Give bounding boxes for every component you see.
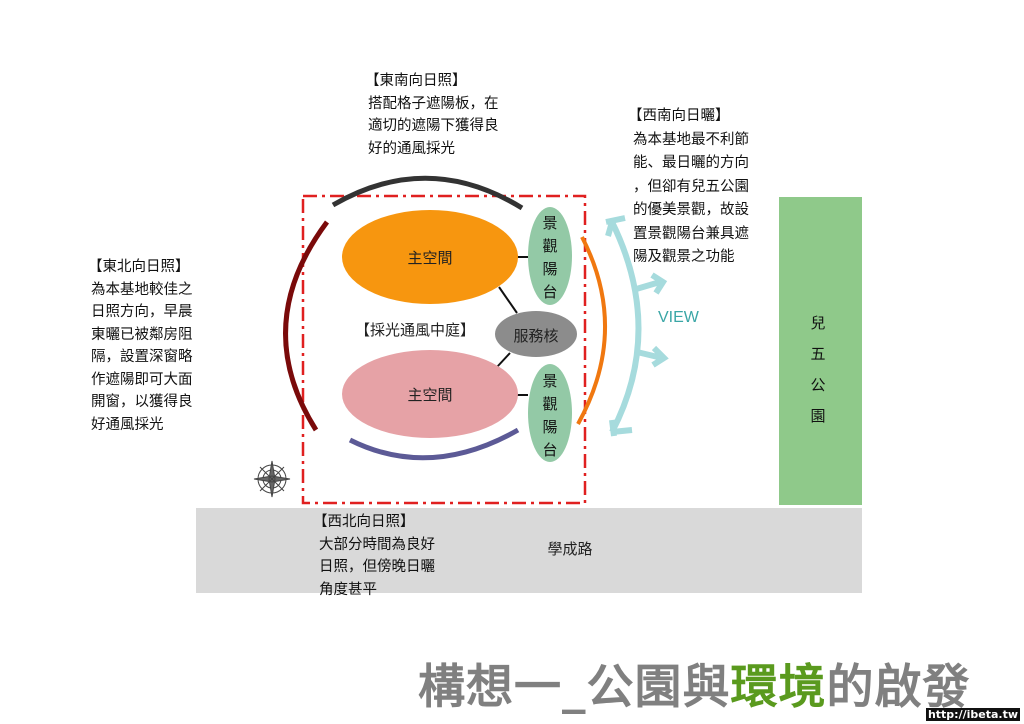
balcony-char: 陽: [542, 260, 558, 278]
note-line: 隔，設置深窗略: [91, 349, 193, 365]
main-space-bottom-label: 主空間: [407, 386, 453, 404]
note-line: 置景觀陽台兼具遮: [633, 225, 749, 242]
note-line: 開窗，以獲得良: [91, 394, 193, 410]
northwest-sun-arc: [348, 427, 520, 461]
note-line: 日照，但傍晚日曬: [319, 559, 435, 575]
balcony-char: 觀: [542, 237, 558, 255]
road: [196, 508, 862, 593]
balcony-bottom: [528, 364, 572, 462]
service-core-label: 服務核: [513, 327, 559, 345]
main-space-top: [342, 210, 518, 304]
note-line: ，但卻有兒五公園: [633, 178, 749, 195]
note-body: 為本基地最不利節 能、最日曬的方向 ，但卻有兒五公園 的優美景觀，故設 置景觀陽…: [628, 129, 749, 270]
page-title: 構想一_公園與環境的啟發: [418, 648, 971, 717]
main-space-bottom: [342, 350, 518, 438]
note-title: 【東南向日照】: [365, 73, 467, 89]
view-arrows: [605, 215, 669, 437]
title-part: 的啟發: [826, 660, 971, 715]
title-part: 構想一_公園與: [418, 660, 731, 715]
note-line: 的優美景觀，故設: [633, 202, 749, 218]
note-line: 搭配格子遮陽板，在: [368, 95, 499, 112]
note-body: 為本基地較佳之 日照方向，早晨 東曬已被鄰房阻 隔，設置深窗略 作遮陽即可大面 …: [88, 279, 193, 437]
note-line: 大部分時間為良好: [319, 536, 435, 553]
note-line: 作遮陽即可大面: [91, 371, 193, 388]
note-line: 日照方向，早晨: [91, 304, 193, 320]
note-title: 【西南向日曬】: [628, 108, 730, 124]
courtyard-label: 【採光通風中庭】: [355, 321, 476, 339]
balcony-top-label: 景 觀 陽 台: [540, 212, 560, 304]
note-line: 好的通風採光: [368, 140, 455, 157]
note-line: 角度甚平: [319, 581, 377, 598]
balcony-char: 陽: [542, 418, 558, 436]
park-char: 兒: [810, 314, 826, 332]
note-line: 東曬已被鄰房阻: [91, 326, 193, 343]
note-line: 陽及觀景之功能: [633, 249, 735, 265]
balcony-bottom-label: 景 觀 陽 台: [540, 370, 560, 462]
note-line: 能、最日曬的方向: [633, 155, 749, 171]
northeast-sun-arc: [283, 220, 330, 432]
note-body: 大部分時間為良好 日照，但傍晚日曬 角度甚平: [313, 534, 435, 602]
connector-line: [496, 352, 511, 368]
balcony-char: 觀: [542, 395, 558, 413]
site-boundary: [301, 194, 587, 505]
balcony-char: 景: [542, 214, 558, 232]
park-char: 五: [810, 345, 826, 363]
park-char: 園: [810, 407, 826, 425]
watermark: http://ibeta.tw: [925, 708, 1020, 721]
note-line: 好通風採光: [91, 416, 164, 433]
compass-icon: [253, 460, 291, 498]
note-southwest: 【西南向日曬】 為本基地最不利節 能、最日曬的方向 ，但卻有兒五公園 的優美景觀…: [628, 105, 749, 270]
park-char: 公: [810, 376, 826, 394]
title-highlight: 環境: [730, 660, 827, 715]
note-title: 【東北向日照】: [88, 259, 190, 275]
park-label: 兒 五 公 園: [808, 308, 828, 432]
balcony-char: 景: [542, 372, 558, 390]
park: [779, 197, 862, 505]
note-line: 為本基地最不利節: [633, 131, 749, 148]
service-core: [495, 311, 577, 357]
main-space-top-label: 主空間: [407, 249, 453, 267]
note-southeast: 【東南向日照】 搭配格子遮陽板，在 適切的遮陽下獲得良 好的通風採光: [365, 70, 499, 160]
note-title: 【西北向日照】: [313, 514, 415, 530]
southeast-sun-arc: [331, 175, 524, 211]
note-line: 適切的遮陽下獲得良: [368, 118, 499, 134]
note-body: 搭配格子遮陽板，在 適切的遮陽下獲得良 好的通風採光: [365, 93, 499, 161]
note-northwest: 【西北向日照】 大部分時間為良好 日照，但傍晚日曬 角度甚平: [313, 511, 435, 601]
road-label: 學成路: [547, 540, 593, 558]
note-line: 為本基地較佳之: [91, 281, 193, 298]
balcony-char: 台: [542, 283, 558, 301]
balcony-top: [528, 207, 572, 305]
southwest-sun-arc: [576, 236, 608, 425]
connector-line: [498, 286, 518, 314]
note-northeast: 【東北向日照】 為本基地較佳之 日照方向，早晨 東曬已被鄰房阻 隔，設置深窗略 …: [88, 256, 193, 436]
balcony-char: 台: [542, 441, 558, 459]
view-label: VIEW: [658, 309, 699, 326]
